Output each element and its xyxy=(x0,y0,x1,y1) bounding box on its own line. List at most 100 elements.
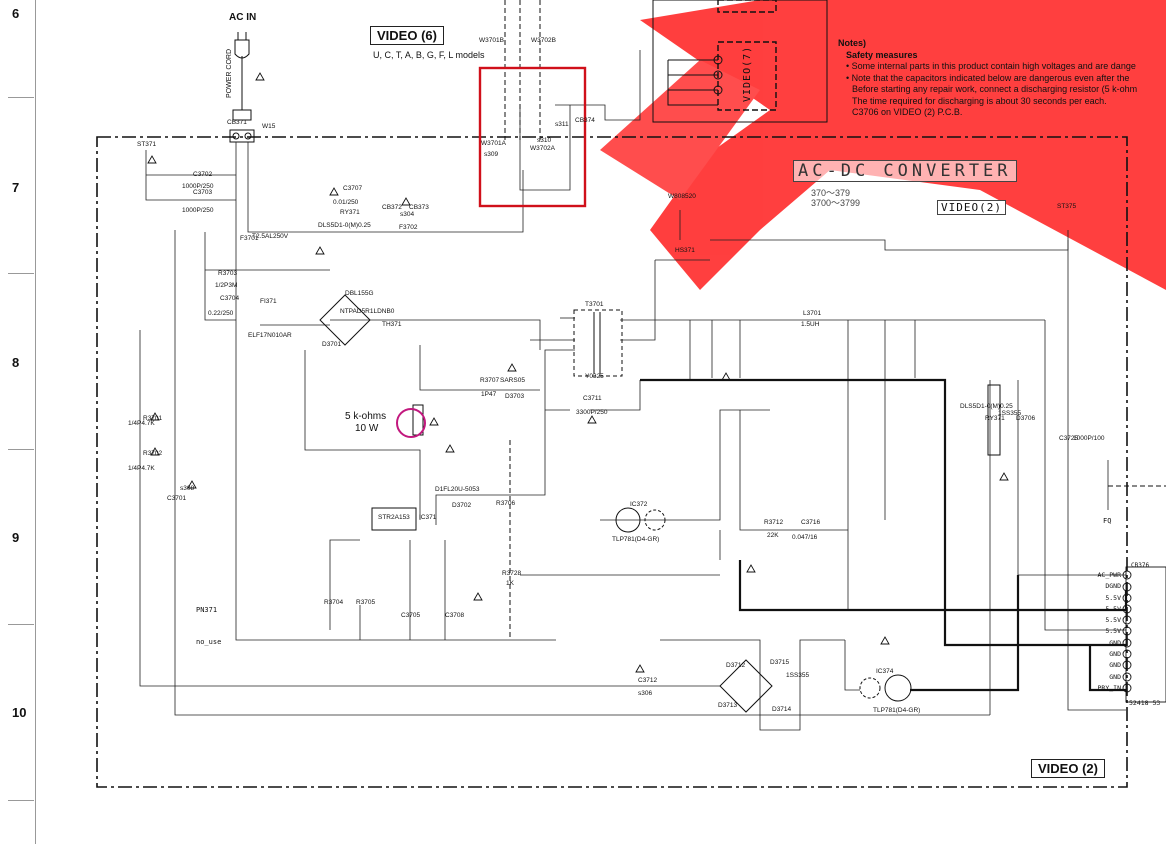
connector-footer: 52418 53 xyxy=(1129,699,1161,707)
component-label: TLP781(D4-GR) xyxy=(873,707,920,714)
notes-line-1: • Some internal parts in this product co… xyxy=(846,61,1136,71)
component-labels: ST371CB371W15C37021000P/250C37031000P/25… xyxy=(128,37,1105,714)
component-label: NTPAD5R1LDNB0 xyxy=(340,308,395,315)
pn371-label: PN371 xyxy=(196,606,218,614)
component-label: 1.5UH xyxy=(801,321,820,328)
watermark xyxy=(600,0,1166,290)
component-label: C3703 xyxy=(193,189,213,196)
connector-pin-label: AC_PWR xyxy=(1097,571,1121,579)
connector-pin-label: 5.5V xyxy=(1105,616,1121,625)
range-1: 370～379 xyxy=(811,188,851,198)
resistor-note-2: 10 W xyxy=(355,423,379,434)
component-label: RY371 xyxy=(985,415,1005,422)
component-label: C3725 xyxy=(1059,435,1079,442)
component-label: 3300P/250 xyxy=(576,409,608,416)
component-label: C3708 xyxy=(445,612,465,619)
component-label: R3703 xyxy=(218,270,238,277)
connector-pin-label: 5.5V xyxy=(1105,627,1121,636)
video7-frame xyxy=(652,0,828,123)
row-marker-7: 7 xyxy=(12,180,20,195)
component-label: R3728 xyxy=(502,570,522,577)
component-label: C3716 xyxy=(801,519,821,526)
component-label: DLS5D1-0(M)0.25 xyxy=(960,403,1013,410)
row-marker-8: 8 xyxy=(12,355,20,370)
range-2: 3700～3799 xyxy=(811,198,861,208)
component-label: IC374 xyxy=(876,668,894,675)
notes-line-5: C3706 on VIDEO (2) P.C.B. xyxy=(852,107,963,117)
component-label: s310 xyxy=(537,137,551,144)
highlight-box xyxy=(478,66,587,208)
component-label: W3701A xyxy=(481,140,507,147)
grid-tick xyxy=(8,97,34,98)
component-label: Y0325 xyxy=(585,373,604,380)
component-label: CB371 xyxy=(227,119,247,126)
component-label: 1/4P4.7K xyxy=(128,420,155,427)
row-marker-10: 10 xyxy=(12,705,27,720)
grid-tick xyxy=(8,624,34,625)
connector-pin-label: GND xyxy=(1109,638,1121,647)
component-label: TLP781(D4-GR) xyxy=(612,536,659,543)
grid-tick xyxy=(8,273,34,274)
component-label: R3706 xyxy=(496,500,516,507)
connector-pin-label: 5.5V xyxy=(1105,604,1121,613)
component-label: C3711 xyxy=(583,395,602,402)
component-label: D3715 xyxy=(770,659,790,666)
component-label: D3712 xyxy=(726,662,746,669)
component-label: SARS05 xyxy=(500,377,525,384)
component-label: L3701 xyxy=(803,310,821,317)
row-marker-6: 6 xyxy=(12,6,20,21)
component-label: s304 xyxy=(400,211,414,218)
component-label: D3702 xyxy=(452,502,472,509)
component-label: W15 xyxy=(262,123,276,130)
ac-plug-icon xyxy=(229,32,255,143)
component-label: C3704 xyxy=(220,295,240,302)
video2-small-label: VIDEO(2) xyxy=(937,200,1006,215)
component-label: 1P47 xyxy=(481,391,497,398)
component-label: DLS5D1-0(M)0.25 xyxy=(318,222,371,229)
component-label: R3701 xyxy=(143,415,163,422)
models-label: U, C, T, A, B, G, F, L models xyxy=(373,50,485,60)
component-label: D3714 xyxy=(772,706,792,713)
video7-label: VIDEO(7) xyxy=(742,45,753,102)
component-label: R3705 xyxy=(356,599,376,606)
connector-pin-label: PRY_IN xyxy=(1097,683,1121,692)
connector-name: CB376 xyxy=(1131,562,1150,569)
fq-label: FQ xyxy=(1103,517,1112,525)
component-label: 1/2P3M xyxy=(215,282,237,289)
row-marker-9: 9 xyxy=(12,530,20,545)
safety-notes: Notes) Safety measures • Some internal p… xyxy=(838,38,1166,119)
component-label: CB372 xyxy=(382,204,402,211)
component-label: s308 xyxy=(180,485,194,492)
component-label: R3712 xyxy=(764,519,784,526)
notes-line-3: Before starting any repair work, connect… xyxy=(852,84,1138,94)
component-label: s306 xyxy=(638,690,652,697)
component-label: 1000P/250 xyxy=(182,183,214,190)
connector-pin-label: DGND xyxy=(1105,582,1121,591)
component-label: F3702 xyxy=(399,224,418,231)
component-label: 0.01/250 xyxy=(333,199,359,206)
component-label: W3702A xyxy=(530,145,556,152)
component-label: STR2A153 xyxy=(378,514,410,521)
component-label: HS371 xyxy=(675,247,695,254)
notes-line-4: The time required for discharging is abo… xyxy=(852,95,1107,106)
discharge-highlight xyxy=(396,408,426,438)
pn371-note: no_use xyxy=(196,638,222,646)
component-label: R3702 xyxy=(143,450,163,457)
component-label: 22K xyxy=(767,532,779,539)
component-label: C3702 xyxy=(193,171,213,178)
ic371-box xyxy=(371,507,417,531)
component-label: RY371 xyxy=(340,209,360,216)
component-label: R3704 xyxy=(324,599,344,606)
notes-line-2: • Note that the capacitors indicated bel… xyxy=(846,72,1130,83)
component-label: TH371 xyxy=(382,321,402,328)
component-label: 1SS355 xyxy=(786,672,810,679)
component-label: FI371 xyxy=(260,298,277,305)
resistor-note-1: 5 k-ohms xyxy=(345,411,387,422)
power-cord-label: POWER CORD xyxy=(226,49,233,98)
component-label: 0.22/250 xyxy=(208,310,234,317)
ac-in-label: AC IN xyxy=(229,12,257,23)
notes-subtitle: Safety measures xyxy=(846,49,918,60)
component-label: CB373 xyxy=(409,204,429,211)
